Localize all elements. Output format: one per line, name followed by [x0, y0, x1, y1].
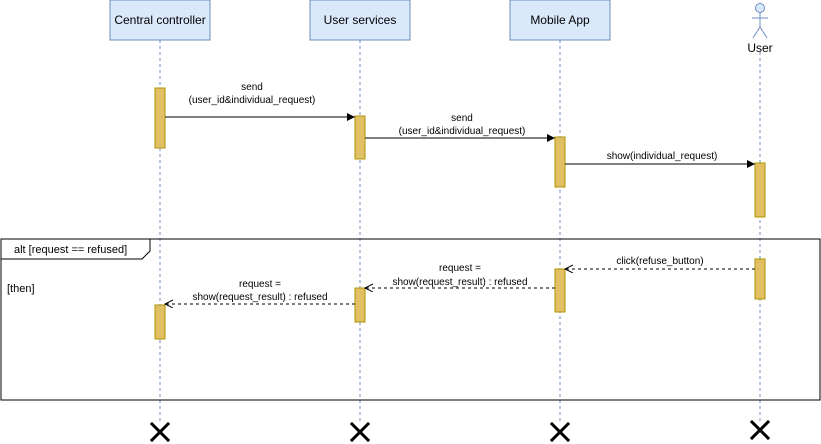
activation-bar: [154, 87, 166, 149]
message-m6-label-line1: request =: [239, 279, 281, 290]
message-m2[interactable]: send (user_id&individual_request): [365, 113, 555, 142]
participant-user-services-label: User services: [324, 13, 397, 27]
message-m3-label-line1: show(individual_request): [607, 151, 718, 162]
activation-bar: [154, 304, 166, 340]
destroy-mark: [149, 421, 171, 443]
alt-fragment-tab: [0, 238, 151, 260]
activation-bar: [354, 115, 366, 160]
activation-bar: [554, 268, 566, 313]
activation-bar: [554, 136, 566, 188]
message-m2-label-line2: (user_id&individual_request): [399, 126, 526, 137]
destroy-mark: [349, 421, 371, 443]
message-m4[interactable]: click(refuse_button): [565, 256, 755, 269]
message-m5-label-line1: request =: [439, 263, 481, 274]
activation-bar: [754, 162, 766, 218]
alt-fragment-operator: alt [request == refused]: [14, 244, 127, 256]
message-m5[interactable]: request = show(request_result) : refused: [365, 263, 555, 288]
activation-bar: [354, 287, 366, 323]
message-m6[interactable]: request = show(request_result) : refused: [165, 279, 355, 304]
participant-user-label: User: [747, 41, 772, 55]
destroy-mark: [549, 421, 571, 443]
message-m1-label-line1: send: [241, 82, 263, 93]
destroy-mark: [749, 419, 771, 441]
message-m6-label-line2: show(request_result) : refused: [192, 292, 327, 303]
message-m5-label-line2: show(request_result) : refused: [392, 277, 527, 288]
participant-mobile-app[interactable]: Mobile App: [509, 0, 611, 41]
participant-mobile-app-label: Mobile App: [530, 13, 590, 27]
message-m1[interactable]: send (user_id&individual_request): [165, 82, 355, 121]
alt-fragment: alt [request == refused] [then]: [0, 238, 821, 401]
actor-icon: [752, 3, 768, 39]
message-m2-label-line1: send: [451, 113, 473, 124]
message-m4-label-line1: click(refuse_button): [616, 256, 703, 267]
participant-user-services[interactable]: User services: [309, 0, 411, 41]
activation-bar: [754, 258, 766, 300]
participant-central-label: Central controller: [114, 13, 205, 27]
alt-fragment-guard: [then]: [7, 283, 35, 295]
message-m1-label-line2: (user_id&individual_request): [189, 95, 316, 106]
participant-central[interactable]: Central controller: [109, 0, 211, 41]
participant-user[interactable]: User: [747, 3, 773, 56]
message-m3[interactable]: show(individual_request): [565, 151, 755, 168]
